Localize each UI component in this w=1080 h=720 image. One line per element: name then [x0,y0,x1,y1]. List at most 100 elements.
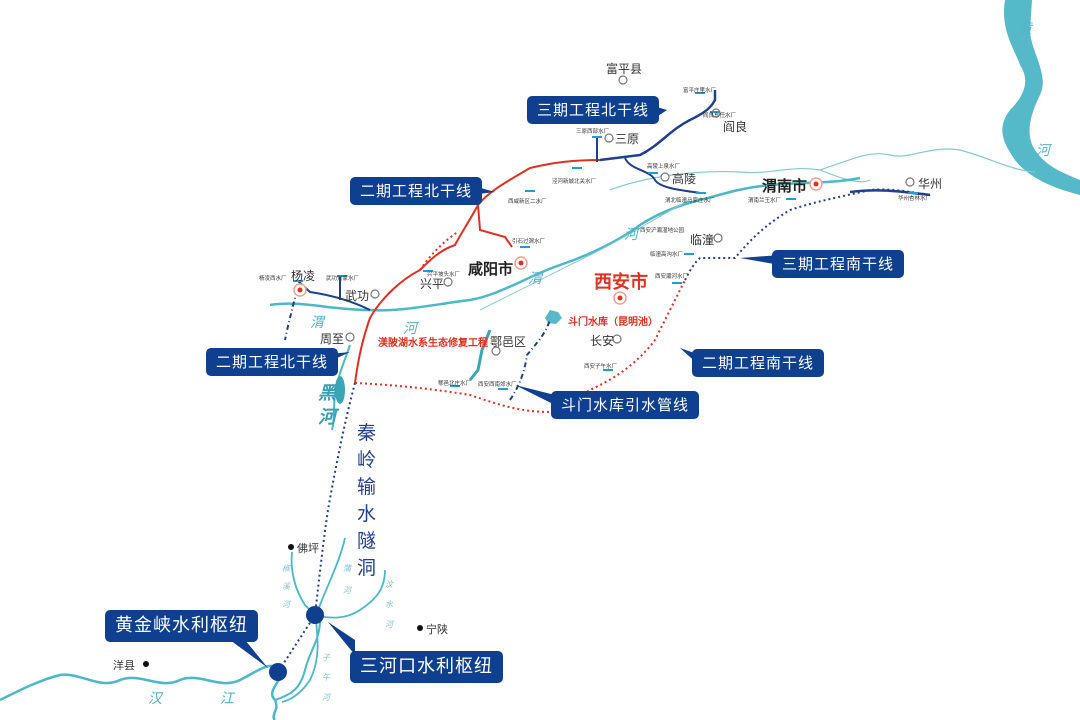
sanhekou-hub-marker[interactable] [306,606,324,624]
plant-fuping: 富平庄里水厂 [683,88,717,94]
plant-huazhou: 华州杏林水厂 [898,196,932,202]
town-marker-foping [288,544,294,550]
tunnel-char: 岭 [357,449,377,471]
phase3-north-line [599,90,717,162]
han-river-2 [274,619,321,701]
callout-phase2-north-upper: 二期工程北干线 [350,177,483,205]
town-changan[interactable]: 长安 [590,334,615,348]
town-sanyuan[interactable]: 三原 [615,132,640,146]
plant-gaoling: 高陵上泉水厂 [647,164,681,170]
town-marker-wugong [370,289,380,299]
town-fuping[interactable]: 富平县 [606,62,643,76]
phase3-north-branch-gaoling [624,157,701,194]
plant-lintong: 临潼高沟水厂 [650,252,684,258]
town-huazhou[interactable]: 华州 [918,177,943,191]
city-weinan[interactable]: 渭南市 [762,177,808,195]
tunnel-char: 隧 [357,530,377,552]
hei-char: 黑 [318,383,336,404]
town-marker-gaoling [660,172,670,182]
label-wei-river-3: 渭 [528,271,542,287]
callout-phase2-north-lower: 二期工程北干线 [206,348,339,376]
doumen-reservoir-shape [545,310,562,324]
city-xian[interactable]: 西安市 [594,272,648,293]
luo-river [819,148,1036,173]
town-xingping[interactable]: 兴平 [420,277,445,291]
wei-river [269,176,861,312]
plant-weinan: 渭南兰王水厂 [748,198,782,204]
callout-phase2-south: 二期工程南干线 [692,349,825,377]
town-marker-sanyuan [604,133,614,143]
label-doumen-reservoir[interactable]: 斗门水库（昆明池） [568,317,658,328]
plant-yinshi: 引石过渭水厂 [512,239,546,245]
city-xianyang[interactable]: 咸阳市 [468,260,514,278]
hei-char: 河 [318,407,336,428]
wenshui-char: 水 [385,600,393,609]
wei-river-branch [479,199,691,311]
plant-huyi: 鄠邑北庄水厂 [438,381,472,387]
town-marker-zhouzhi [345,332,355,342]
tunnel-char: 水 [357,503,377,525]
plant-xian-ziwu: 西安子午水厂 [584,364,618,370]
town-marker-ningshan [417,625,423,631]
label-pu-river: 蒲 河 [343,558,353,602]
town-marker-lintong [713,233,723,243]
city-marker-yangling[interactable] [293,283,307,297]
ziwu-river [281,619,319,703]
plant-sanyuan: 三原西部水厂 [576,129,610,135]
jiaoxi-char: 椒 [282,564,290,573]
town-yangling[interactable]: 杨凌 [291,269,316,283]
tunnel-char: 秦 [357,422,377,444]
city-marker-xian[interactable] [613,291,627,305]
phase3-south-solid [849,189,931,197]
town-marker-huyi [491,346,501,356]
callout-sanhekou-hub: 三河口水利枢纽 [350,651,503,683]
label-yellow-river-2: 河 [1036,143,1050,159]
meibei-lake [468,329,492,381]
pu-char: 河 [343,586,351,595]
yangling-line [296,279,371,311]
plant-chanba-park: 西安浐灞湿地公园 [640,228,685,234]
town-yangxian[interactable]: 洋县 [113,659,135,672]
jiaoxi-river [290,551,316,616]
ziwu-char: 午 [322,673,330,682]
town-foping[interactable]: 佛坪 [297,542,319,555]
city-marker-xianyang[interactable] [514,256,528,270]
town-marker-xingping [443,277,453,287]
callout-doumen-pipeline: 斗门水库引水管线 [551,391,700,419]
label-ziwu-river: 子 午 河 [322,648,332,708]
town-zhouzhi[interactable]: 周至 [320,332,345,346]
phase2-south-line [354,279,686,414]
town-wugong[interactable]: 武功 [345,289,370,303]
town-marker-changan [612,334,622,344]
pu-river [315,537,346,616]
label-wenshui-river: 汶 水 河 [385,575,395,635]
plant-wugong: 武功刘家水厂 [326,276,360,282]
phase2-branch-xianyang [477,204,513,248]
phase2-north-line [354,159,601,384]
town-gaoling[interactable]: 高陵 [672,172,697,186]
yangling-dashed [284,289,298,341]
label-hanling-project[interactable]: 渼陂湖水系生态修复工程 [378,338,488,349]
plant-xingping: 兴平坡头水厂 [427,272,461,278]
town-ningshan[interactable]: 宁陕 [426,623,448,636]
pu-char: 蒲 [343,564,351,573]
town-huyi[interactable]: 鄠邑区 [490,335,527,349]
han-river [0,664,283,720]
label-wei-river-4: 河 [624,227,638,243]
plant-xixian: 西咸新区二水厂 [508,199,547,205]
plant-yanliang: 阎良东任水厂 [703,113,737,119]
plant-xian-xinan: 西安西南郊水厂 [478,382,517,388]
wenshui-char: 河 [385,620,393,629]
ziwu-char: 河 [322,693,330,702]
callout-huangjinxia-hub: 黄金峡水利枢纽 [105,610,258,642]
yellow-river [1002,0,1080,195]
town-marker-fuping [618,75,628,85]
city-marker-weinan[interactable] [809,177,823,191]
callout-phase3-south: 三期工程南干线 [772,250,905,278]
label-han-river-1: 汉 [148,691,162,707]
town-yanliang[interactable]: 阎良 [723,120,748,134]
plant-jinghe: 泾河新城北关水厂 [552,179,597,185]
huangjinxia-hub-marker[interactable] [269,663,287,681]
doumen-pipeline [509,319,551,401]
town-lintong[interactable]: 临潼 [690,233,715,247]
